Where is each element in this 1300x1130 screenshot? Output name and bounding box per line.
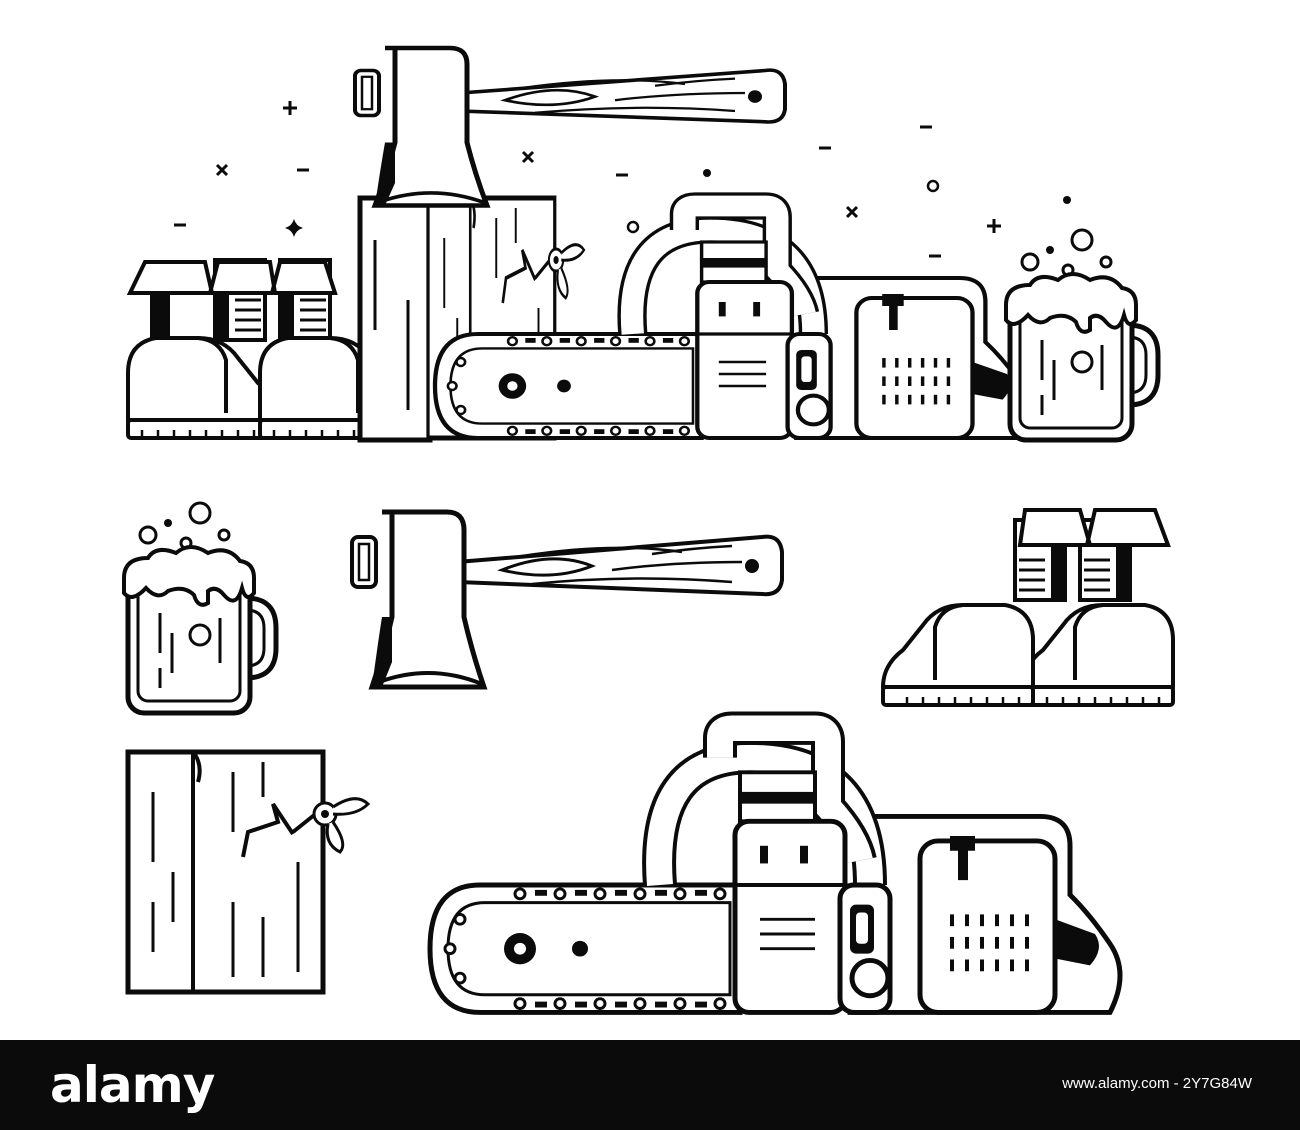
beer-mug-icon	[1006, 230, 1158, 440]
illustration-canvas	[0, 0, 1175, 1040]
chainsaw-icon	[430, 728, 1120, 1012]
axe-in-stump-icon	[355, 48, 785, 443]
brand-logo: alamy	[50, 1056, 215, 1114]
axe-icon	[352, 512, 782, 687]
sparkles-decoration	[172, 99, 1071, 258]
boots-icon	[126, 258, 412, 440]
watermark-footer: alamy www.alamy.com - 2Y7G84W	[0, 1040, 1300, 1130]
wood-stump-icon	[128, 752, 368, 992]
beer-mug-icon	[124, 503, 276, 713]
composite-scene	[126, 48, 1158, 443]
boots-icon	[881, 508, 1175, 707]
image-id-label: www.alamy.com - 2Y7G84W	[1062, 1075, 1252, 1092]
